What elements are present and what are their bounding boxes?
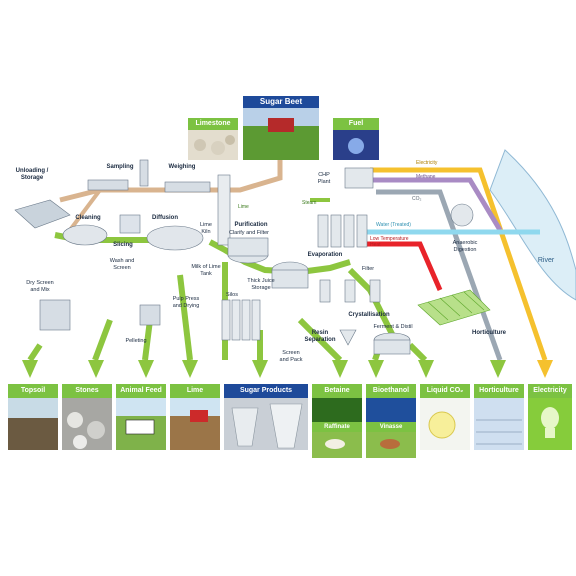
flow-methane: Methane [416,174,436,180]
flow-steam: Steam [302,200,317,206]
title-box: Sugar Beet [243,96,319,108]
label-clarify-filter: Clarify and Filter [228,230,270,236]
label-anaerobic: Anaerobic Digestion [452,240,478,253]
label-pulp-press: Pulp Press and Drying [172,296,200,309]
label-milk-of-lime: Milk of Lime Tank [191,264,221,277]
label-cleaning: Cleaning [75,215,101,221]
bioethanol-photo [366,398,416,422]
label-weighing: Weighing [168,164,196,170]
output-animal-feed: Animal Feed [116,384,166,398]
output-liquid-co2: Liquid CO₂ [420,384,470,398]
output-bioethanol: Bioethanol [366,384,416,398]
label-pelleting: Pelleting [125,338,147,344]
label-ferment-distil: Ferment & Distil [373,324,413,330]
label-horticulture-process: Horticulture [471,330,506,336]
output-horticulture: Horticulture [474,384,524,398]
greenhouse-icon [417,289,491,326]
flow-electricity: Electricity [416,160,438,166]
label-wash-screen: Wash and Screen [109,258,135,271]
output-topsoil: Topsoil [8,384,58,398]
limestone-label: Limestone [188,118,238,130]
flow-water: Water (Treated) [376,222,411,228]
output-lime: Lime [170,384,220,398]
label-evaporation: Evaporation [307,252,343,258]
label-chp-plant: CHP Plant [317,172,331,185]
label-slicing: Slicing [113,242,133,248]
label-silos: Silos [226,292,238,298]
flow-lime: Lime [238,204,249,210]
label-sampling: Sampling [106,164,134,170]
betaine-photo [312,398,362,422]
label-dry-screen: Dry Screen and Mix [26,280,54,293]
label-thick-juice: Thick Juice Storage [247,278,275,291]
fuel-label: Fuel [333,118,379,130]
label-filter: Filter [361,266,375,272]
label-lime-kiln: Lime Kiln [200,222,212,235]
label-diffusion: Diffusion [152,215,178,221]
output-betaine: Betaine [312,384,362,398]
lightbulb-icon [541,407,559,438]
flow-heat: Low Temperature Heat [370,236,409,248]
label-river: River [537,257,555,264]
label-screen-pack: Screen and Pack [279,350,303,363]
output-electricity: Electricity [528,384,572,398]
output-stones: Stones [62,384,112,398]
river-icon [489,149,576,301]
output-raffinate: Raffinate [312,422,362,432]
horticulture-photo [474,398,524,450]
flow-co2: CO₂ [412,196,422,202]
output-vinasse: Vinasse [366,422,416,432]
label-crystallisation: Crystallisation [348,312,390,318]
label-resin-separation: Resin Separation [304,330,336,343]
output-sugar-products: Sugar Products [224,384,308,398]
label-unloading: Unloading / Storage [15,168,49,181]
label-purification: Purification [234,222,268,228]
